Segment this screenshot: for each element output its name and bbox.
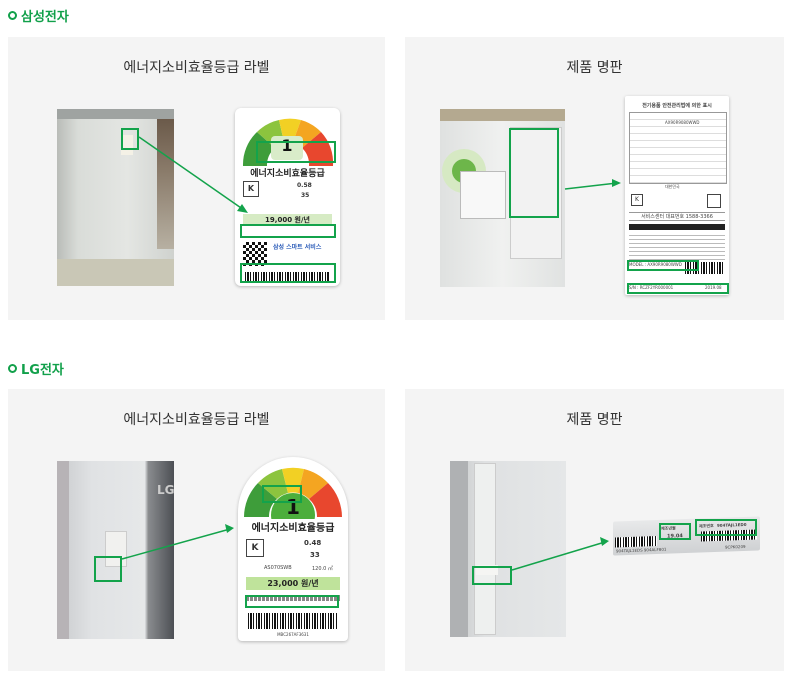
warning-bar: [629, 224, 725, 230]
double-insulation-icon: [707, 194, 721, 208]
grade-gauge-icon: [244, 467, 342, 519]
barcode: [245, 272, 330, 282]
arrow-icon: [511, 537, 609, 571]
energy-label-card: 1 에너지소비효율등급 K 0.48 33 AS070SWB 120.0 ㎡ 2…: [238, 457, 348, 641]
arrow-icon: [121, 524, 234, 560]
energy-label-card: 1 에너지소비효율등급 K 0.58 35 19,000 원/년 삼성 스마트 …: [235, 108, 340, 286]
circle-bullet-icon: [8, 11, 17, 20]
highlight-box: [627, 260, 699, 271]
highlight-box: [94, 556, 122, 582]
product-photo: [57, 109, 174, 286]
barcode: [248, 613, 338, 629]
panel-title: 에너지소비효율등급 라벨: [123, 60, 270, 76]
grade-number: 1: [271, 136, 303, 160]
highlight-box: [509, 128, 559, 218]
model-name: AS070SWB: [264, 565, 292, 571]
highlight-box: [695, 519, 757, 536]
section-title-samsung: 삼성전자: [8, 6, 69, 25]
barcode-text: MBC267AF3631: [277, 632, 309, 637]
highlight-box: [256, 141, 336, 163]
highlight-box: [659, 523, 691, 540]
annual-cost-unit: 원/년: [294, 216, 310, 224]
sn-row: S/N : RCZF2YR000001: [629, 285, 674, 290]
product-photo: [440, 109, 565, 287]
highlight-box: [472, 566, 512, 585]
made-in: 대한민국: [665, 184, 680, 189]
kc-mark-icon: K: [246, 539, 264, 557]
label-note: [246, 595, 340, 601]
arrow-icon: [564, 179, 621, 190]
label-heading: 에너지소비효율등급: [251, 523, 335, 534]
section-title-text: LG전자: [21, 363, 64, 378]
annual-cost-unit: 원/년: [301, 579, 319, 588]
section-title-text: 삼성전자: [21, 10, 69, 25]
kc-mark-icon: K: [631, 194, 643, 206]
spec-value-1: 0.48: [304, 539, 322, 547]
date-row: 2019.08: [705, 285, 722, 290]
panel-samsung-nameplate: 제품 명판 전기용품 안전관리법에 의한 표시 AX90R9080WWD 대한민…: [405, 37, 784, 320]
panel-title: 에너지소비효율등급 라벨: [123, 412, 270, 428]
highlight-box: [245, 595, 339, 608]
highlight-box: [240, 263, 336, 283]
highlight-box: [240, 224, 336, 238]
label-heading: 에너지소비효율등급: [250, 169, 325, 179]
section-title-lg: LG전자: [8, 359, 64, 378]
annual-cost-value: 23,000: [267, 579, 299, 588]
model-code: AX90R9080WWD: [665, 120, 700, 125]
code-left: 904TAJL1EDS 904ALF801: [616, 546, 667, 554]
code-right: 9CPK0209: [725, 543, 746, 550]
annual-cost: 23,000 원/년: [246, 577, 340, 590]
nameplate-heading: 전기용품 안전관리법에 의한 표시: [642, 103, 712, 109]
annual-cost: 19,000 원/년: [243, 214, 332, 226]
circle-bullet-icon: [8, 364, 17, 373]
warning-text: [629, 232, 725, 260]
spec-value-1: 0.58: [297, 182, 312, 189]
highlight-box: [121, 128, 139, 150]
panel-lg-energy-label: 에너지소비효율등급 라벨 LG 1 에너지소비효율등급 K 0.48 33 AS…: [8, 389, 385, 671]
qr-code-icon: [243, 242, 267, 266]
highlight-box: [627, 283, 729, 294]
highlight-box: [262, 485, 302, 503]
model-row: MODEL : AX90R9080WWD: [629, 262, 682, 267]
area-value: 120.0 ㎡: [312, 566, 333, 572]
arrow-icon: [138, 136, 248, 213]
spec-value-2: 35: [301, 192, 310, 199]
panel-lg-nameplate: 제품 명판 제조년월 19.04 제조번호 904TAJL1ED0 904TAJ…: [405, 389, 784, 671]
panel-title: 제품 명판: [566, 60, 623, 76]
annual-cost-value: 19,000: [265, 216, 293, 224]
barcode: [615, 536, 657, 548]
service-line: 서비스센터 대표번호 1588-3366: [629, 212, 725, 221]
panel-title: 제품 명판: [566, 412, 623, 428]
panel-samsung-energy-label: 에너지소비효율등급 라벨 1 에너지소비효율등급 K 0.58 35 19,00…: [8, 37, 385, 320]
spec-value-2: 33: [310, 551, 320, 559]
barcode: [685, 262, 725, 274]
kc-mark-icon: K: [243, 181, 259, 197]
spec-table: [629, 112, 727, 184]
service-name: 삼성 스마트 서비스: [273, 244, 322, 251]
product-photo: [450, 461, 566, 637]
